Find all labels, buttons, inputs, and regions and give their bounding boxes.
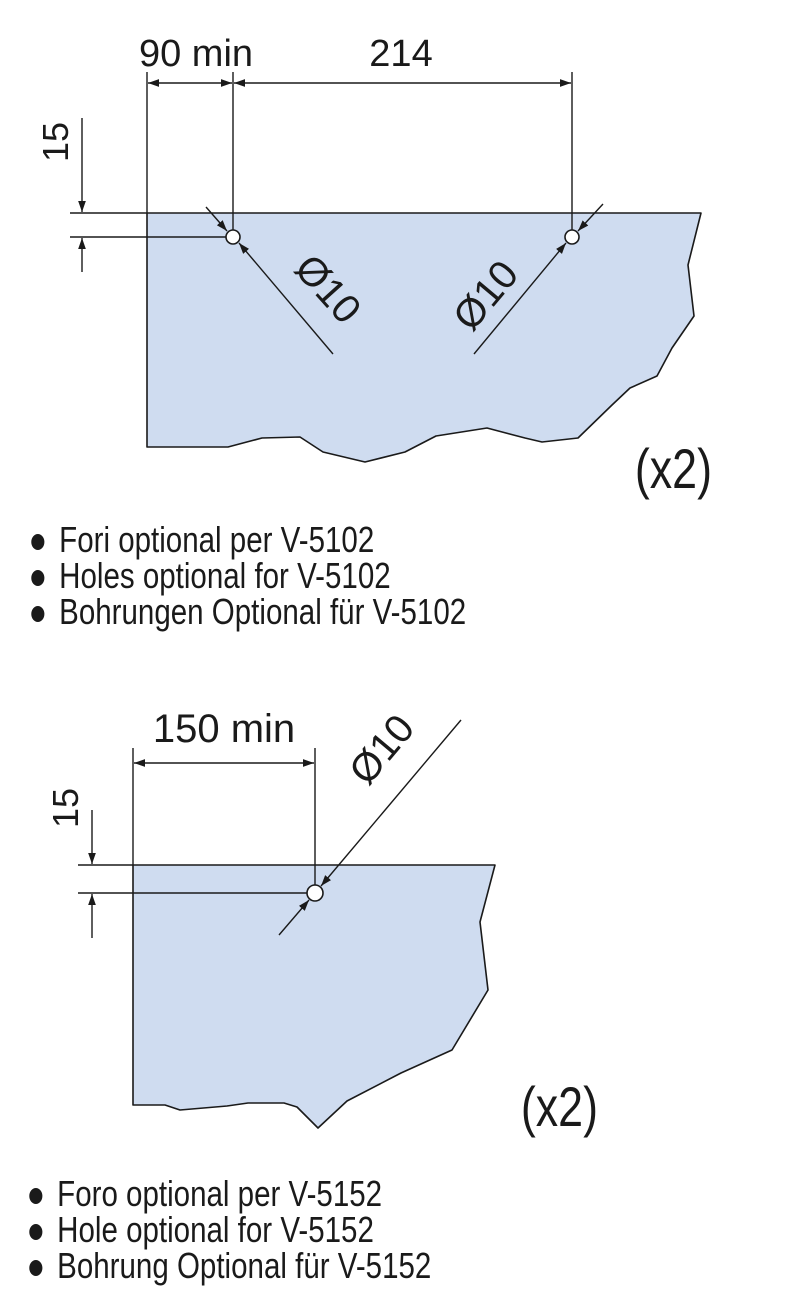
notes-diagram-2: Foro optional per V-5152 Hole optional f… <box>26 1176 431 1284</box>
note-italian: Foro optional per V-5152 <box>26 1176 431 1212</box>
label-90-min: 90 min <box>139 33 253 75</box>
glass-plate-1 <box>146 212 702 463</box>
diameter-leader-left <box>238 242 334 355</box>
note-german: Bohrungen Optional für V-5102 <box>28 594 466 630</box>
note-italian: Fori optional per V-5102 <box>28 522 466 558</box>
quantity-label-1: (x2) <box>635 437 712 500</box>
diameter-leader-right <box>473 242 567 355</box>
diameter-leader-right <box>577 203 604 232</box>
glass-plate-2 <box>132 864 496 1129</box>
diameter-leader <box>278 899 310 936</box>
note-german: Bohrung Optional für V-5152 <box>26 1248 431 1284</box>
label-15: 15 <box>35 122 76 162</box>
hole-left <box>225 229 241 245</box>
label-15: 15 <box>45 788 86 828</box>
note-english: Hole optional for V-5152 <box>26 1212 431 1248</box>
diagram-1: 90 min 214 15 Ø10 Ø10 (x2) <box>35 33 712 500</box>
hole <box>306 884 324 902</box>
diameter-leader <box>320 719 462 887</box>
note-english: Holes optional for V-5102 <box>28 558 466 594</box>
hole-right <box>564 229 580 245</box>
diagram-2: 150 min 15 Ø10 (x2) <box>45 707 598 1139</box>
notes-diagram-1: Fori optional per V-5102 Holes optional … <box>28 522 466 630</box>
label-150-min: 150 min <box>153 707 295 751</box>
diameter-leader-left <box>205 206 228 232</box>
quantity-label-2: (x2) <box>521 1075 598 1138</box>
label-214: 214 <box>369 33 432 75</box>
